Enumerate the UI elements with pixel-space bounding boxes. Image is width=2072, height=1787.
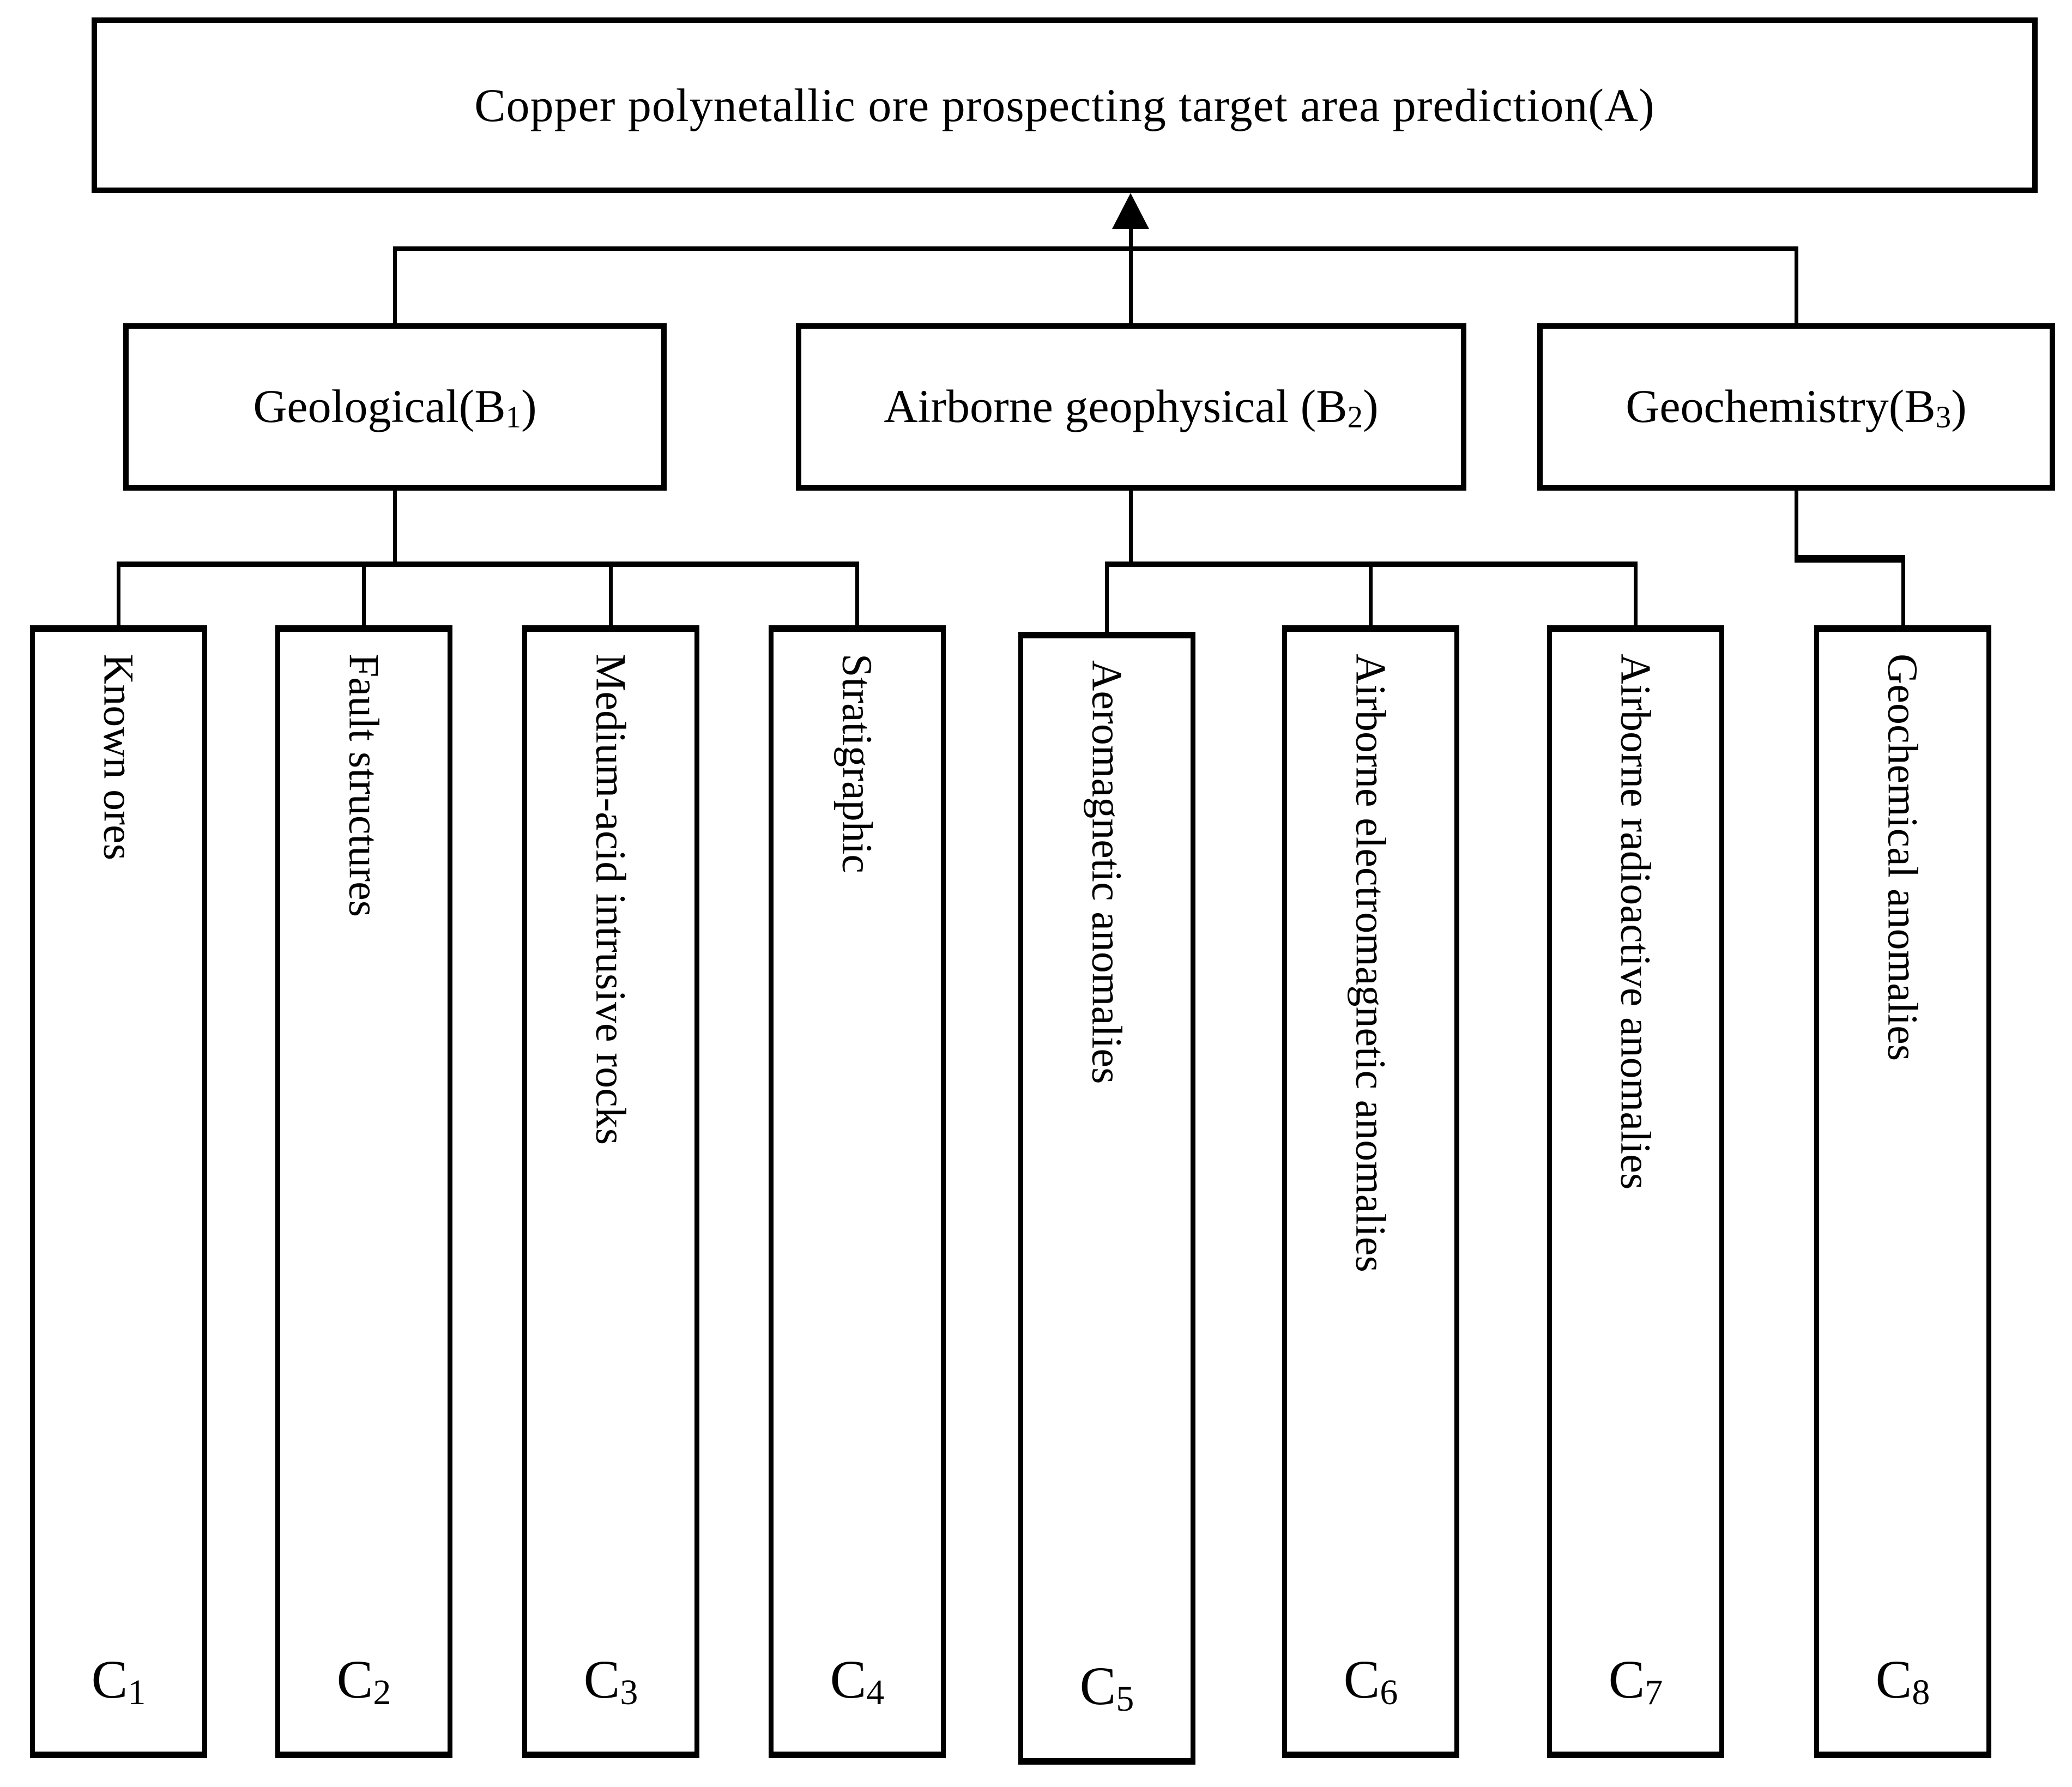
node-c4-code-base: C [830, 1649, 867, 1710]
node-c7-code: C7 [1552, 1648, 1719, 1713]
node-a-label: Copper polynetallic ore prospecting targ… [474, 79, 1655, 131]
node-c3: Medium-acid intrusive rocks C3 [522, 625, 699, 1758]
connector-c8-drop [1901, 560, 1905, 630]
connector-c2-drop [362, 564, 366, 630]
node-c8-title: Geochemical anomalies [1879, 654, 1927, 1061]
node-c3-code: C3 [527, 1648, 694, 1713]
node-b1-label-sub: 1 [505, 400, 522, 435]
node-c2: Fault structures C2 [275, 625, 452, 1758]
node-c8-code-base: C [1875, 1649, 1912, 1710]
node-c8-code: C8 [1819, 1648, 1986, 1713]
node-c5-title: Aeromagnetic anomalies [1083, 660, 1131, 1084]
node-c3-code-sub: 3 [620, 1673, 638, 1712]
node-c4-code-sub: 4 [866, 1673, 885, 1712]
node-b1: Geological(B1) [123, 323, 667, 491]
node-c6-code-sub: 6 [1380, 1673, 1398, 1712]
node-b3-label-text: Geochemistry(B [1626, 379, 1936, 432]
node-c2-code-sub: 2 [373, 1673, 391, 1712]
node-c7-title: Airborne radioactive anomalies [1612, 654, 1660, 1190]
node-b1-label: Geological(B1) [253, 379, 536, 435]
node-b2: Airborne geophysical (B2) [796, 323, 1466, 491]
node-c8: Geochemical anomalies C8 [1814, 625, 1991, 1758]
node-b3-label: Geochemistry(B3) [1626, 379, 1966, 435]
node-c1: Known ores C1 [30, 625, 207, 1758]
node-c8-code-sub: 8 [1912, 1673, 1930, 1712]
node-c1-code: C1 [35, 1648, 202, 1713]
node-c5: Aeromagnetic anomalies C5 [1018, 632, 1195, 1765]
connector-b2-trunk [1129, 488, 1133, 564]
node-c2-code: C2 [280, 1648, 448, 1713]
node-c4-code: C4 [774, 1648, 941, 1713]
node-c2-code-base: C [336, 1649, 373, 1710]
node-c3-title: Medium-acid intrusive rocks [587, 654, 635, 1145]
node-c4: Stratigraphic C4 [769, 625, 946, 1758]
node-c5-code: C5 [1023, 1655, 1191, 1720]
node-c1-code-base: C [91, 1649, 128, 1710]
node-c5-code-sub: 5 [1116, 1679, 1134, 1719]
connector-c6-drop [1369, 564, 1373, 630]
node-c1-code-sub: 1 [128, 1673, 146, 1712]
node-b2-label-suffix: ) [1362, 379, 1379, 432]
connector-c1-drop [117, 564, 120, 630]
connector-c4-drop [855, 564, 859, 630]
node-b3-label-sub: 3 [1935, 400, 1952, 435]
connector-a-trunk [1129, 226, 1133, 327]
node-c6-code-base: C [1343, 1649, 1380, 1710]
connector-a-bus [393, 246, 1798, 251]
connector-b3-jog [1795, 555, 1905, 563]
node-c6: Airborne electromagnetic anomalies C6 [1282, 625, 1459, 1758]
connector-a-b3 [1795, 246, 1798, 327]
node-b1-label-text: Geological(B [253, 379, 506, 432]
connector-c5-drop [1105, 564, 1109, 636]
node-a: Copper polynetallic ore prospecting targ… [92, 17, 2038, 193]
node-c6-title: Airborne electromagnetic anomalies [1347, 654, 1395, 1272]
connector-b1-bus [117, 562, 859, 567]
node-c2-title: Fault structures [340, 654, 388, 917]
arrow-up-icon [1112, 193, 1149, 229]
connector-c7-drop [1634, 564, 1638, 630]
node-c1-title: Known ores [95, 654, 143, 861]
node-b3-label-suffix: ) [1951, 379, 1967, 432]
connector-b1-trunk [393, 488, 397, 564]
node-c7: Airborne radioactive anomalies C7 [1547, 625, 1724, 1758]
node-c4-title: Stratigraphic [833, 654, 881, 873]
node-b1-label-suffix: ) [521, 379, 537, 432]
node-b3: Geochemistry(B3) [1537, 323, 2055, 491]
node-c7-code-base: C [1608, 1649, 1645, 1710]
node-c7-code-sub: 7 [1645, 1673, 1663, 1712]
node-b2-label: Airborne geophysical (B2) [884, 379, 1378, 435]
node-c5-code-base: C [1079, 1656, 1116, 1717]
node-b2-label-text: Airborne geophysical (B [884, 379, 1348, 432]
connector-a-b1 [393, 246, 397, 327]
connector-c3-drop [609, 564, 613, 630]
node-b2-label-sub: 2 [1347, 400, 1363, 435]
connector-b3-trunk [1795, 488, 1798, 560]
node-c3-code-base: C [583, 1649, 620, 1710]
node-c6-code: C6 [1287, 1648, 1454, 1713]
